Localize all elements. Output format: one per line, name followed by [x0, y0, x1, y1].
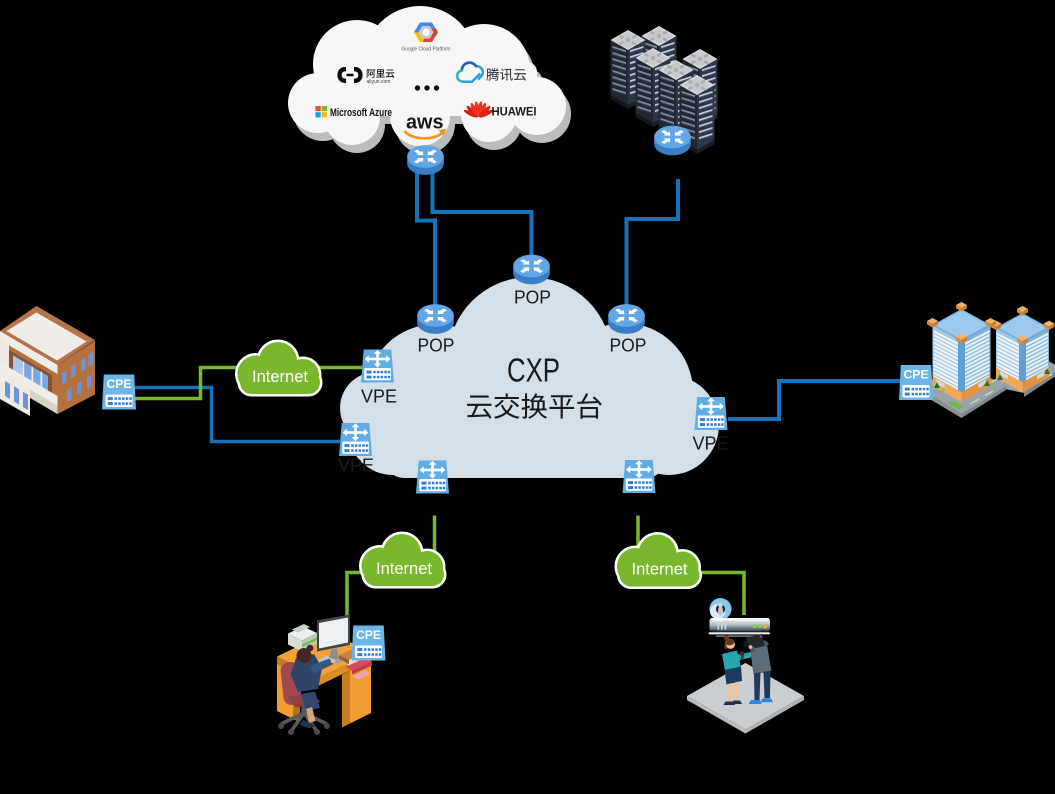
- svg-text:Internet: Internet: [252, 368, 308, 386]
- svg-text:CXP: CXP: [507, 352, 560, 389]
- svg-text:POP: POP: [418, 335, 455, 356]
- svg-text:VPE: VPE: [338, 456, 374, 476]
- svg-text:POP: POP: [610, 335, 647, 356]
- svg-text:aliyun.com: aliyun.com: [367, 79, 391, 85]
- svg-text:VPE: VPE: [361, 387, 397, 407]
- svg-text:Microsoft Azure: Microsoft Azure: [330, 107, 392, 119]
- svg-text:Google Cloud Platform: Google Cloud Platform: [402, 47, 451, 53]
- svg-text:Internet: Internet: [632, 561, 688, 579]
- svg-text:Internet: Internet: [376, 560, 432, 578]
- svg-text:POP: POP: [514, 287, 551, 308]
- svg-text:VPE: VPE: [692, 434, 728, 454]
- svg-text:HUAWEI: HUAWEI: [492, 107, 537, 119]
- svg-text:aws: aws: [406, 111, 444, 134]
